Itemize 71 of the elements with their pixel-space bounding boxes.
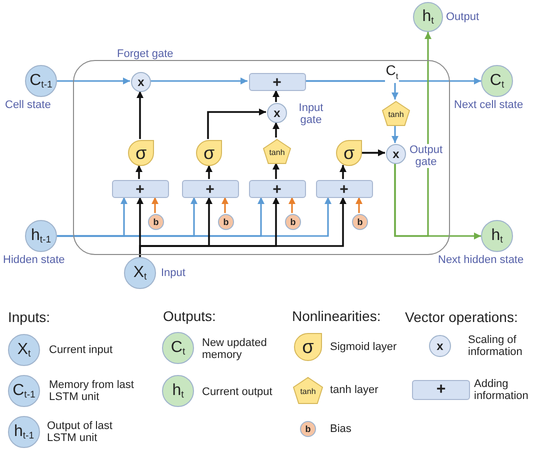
arrow: [152, 197, 158, 213]
bias-circle: b: [285, 214, 301, 230]
arrow: [394, 32, 432, 237]
arrow: [136, 165, 142, 179]
edge-label: C$_{t}$: [384, 63, 400, 83]
node-caption: Output gate: [409, 144, 443, 168]
arrow: [340, 165, 346, 179]
multiply-circle: x: [267, 103, 287, 123]
arrow: [392, 124, 398, 143]
section-heading: Outputs:: [163, 308, 216, 324]
sigmoid-shape: σ: [336, 140, 362, 166]
arrow: [206, 165, 212, 179]
arrow: [57, 78, 130, 84]
node-caption: Hidden state: [3, 254, 65, 266]
arrow: [272, 90, 280, 102]
output-circle: C$_{t}$: [162, 332, 194, 364]
input-circle: X$_{t}$: [8, 334, 40, 366]
bias-circle: b: [300, 421, 316, 437]
arrow: [136, 91, 144, 139]
tanh-pentagon: tanh: [263, 138, 291, 164]
tanh-pentagon: tanh: [382, 100, 410, 126]
output-circle: h$_{t}$: [481, 220, 513, 252]
output-circle: C$_{t}$: [481, 65, 513, 97]
section-heading: Nonlinearities:: [292, 308, 381, 324]
node-caption: tanh layer: [330, 384, 378, 396]
bias-circle: b: [148, 214, 164, 230]
node-caption: Current output: [202, 386, 272, 398]
bias-circle: b: [352, 214, 368, 230]
node-caption: Cell state: [5, 99, 51, 111]
sum-box: +: [112, 180, 168, 198]
node-caption: Output: [446, 11, 480, 23]
output-circle: h$_{t}$: [413, 2, 443, 32]
arrow: [361, 149, 385, 156]
arrow: [139, 197, 346, 257]
arrow: [356, 197, 362, 213]
node-caption: Next cell state: [454, 99, 524, 111]
arrow: [207, 108, 266, 139]
sum-box: +: [248, 73, 306, 91]
sum-box: +: [248, 180, 306, 198]
input-circle: h$_{t-1}$: [8, 416, 40, 448]
arrow: [288, 197, 296, 213]
arrow: [304, 80, 398, 100]
node-caption: Forget gate: [117, 48, 174, 60]
node-caption: Current input: [49, 344, 113, 356]
node-caption: Sigmoid layer: [330, 341, 397, 353]
multiply-circle: x: [131, 72, 151, 92]
output-circle: h$_{t}$: [162, 375, 194, 407]
arrow: [222, 197, 228, 213]
sum-box: +: [316, 180, 372, 198]
input-circle: h$_{t-1}$: [25, 220, 57, 252]
sigmoid-shape: σ: [294, 333, 322, 361]
section-heading: Inputs:: [8, 309, 50, 325]
node-caption: Next hidden state: [438, 254, 524, 266]
sigmoid-shape: σ: [128, 140, 154, 166]
input-circle: C$_{t-1}$: [8, 375, 40, 407]
tanh-pentagon: tanh: [293, 376, 323, 404]
section-heading: Vector operations:: [405, 309, 518, 325]
arrow: [272, 162, 280, 179]
multiply-circle: x: [386, 144, 406, 164]
arrow: [57, 197, 332, 237]
arrow: [150, 78, 248, 84]
input-circle: C$_{t-1}$: [25, 65, 57, 97]
node-caption: Bias: [330, 423, 352, 435]
sum-box: +: [182, 180, 238, 198]
multiply-circle: x: [429, 335, 451, 357]
sigmoid-shape: σ: [196, 140, 222, 166]
bias-circle: b: [218, 214, 234, 230]
node-caption: Input: [161, 267, 186, 279]
arrow: [272, 122, 280, 138]
input-circle: X$_{t}$: [124, 257, 156, 289]
sum-box: +: [412, 380, 470, 400]
